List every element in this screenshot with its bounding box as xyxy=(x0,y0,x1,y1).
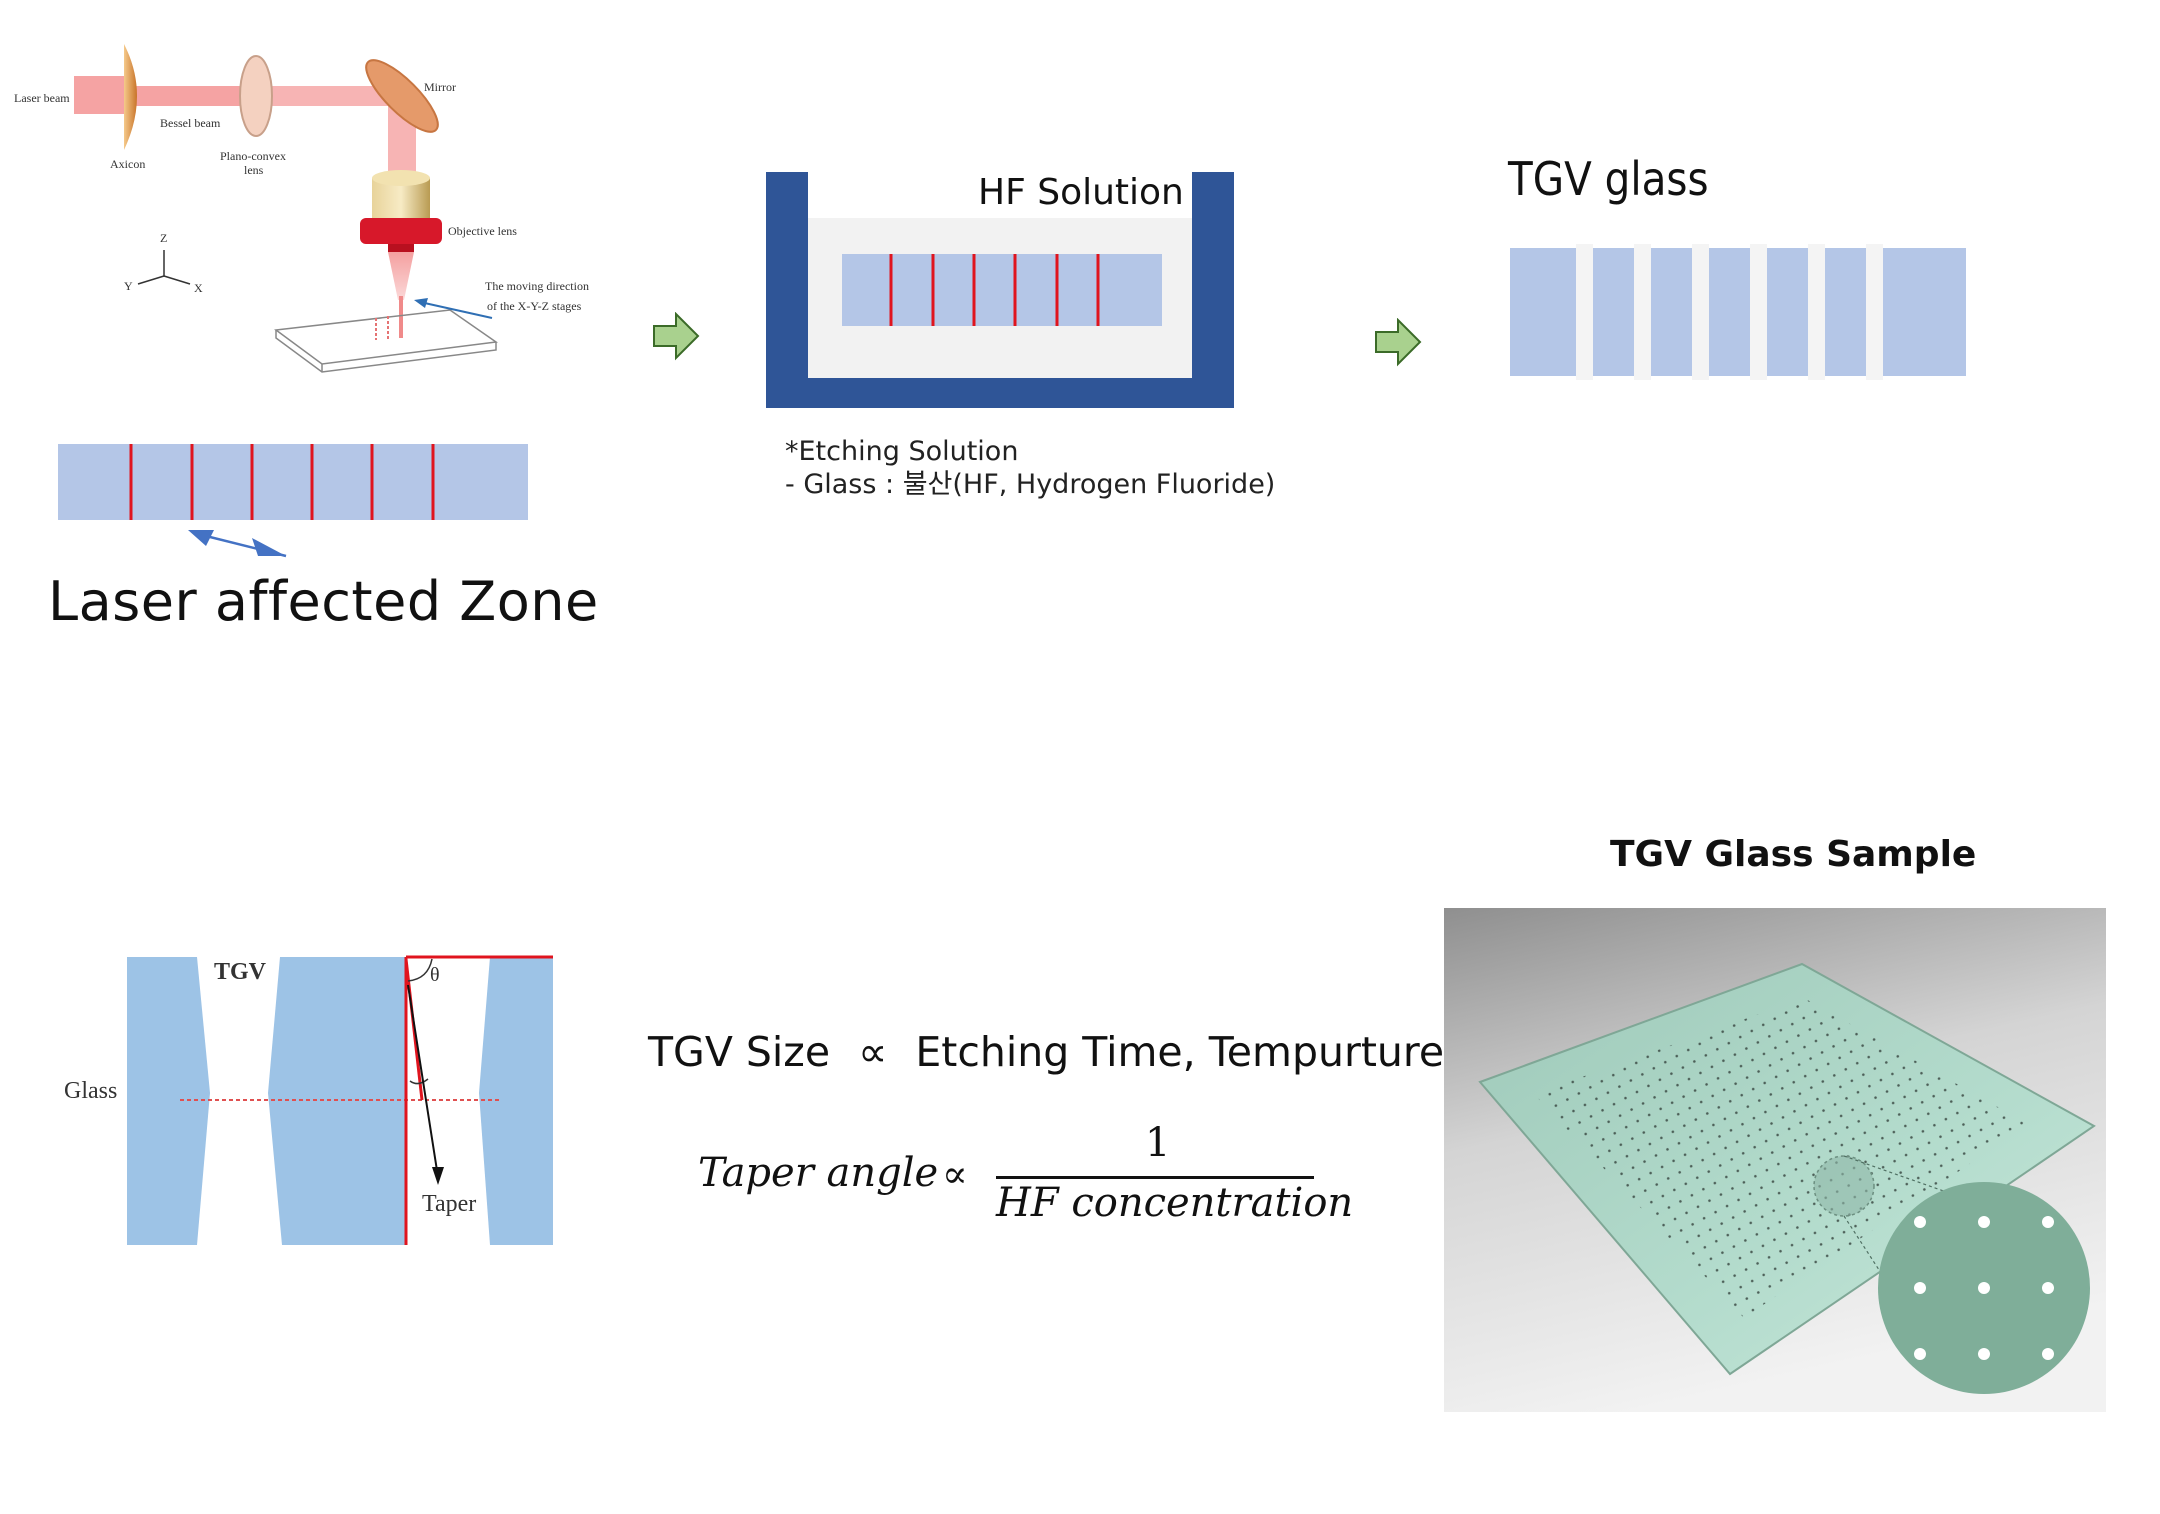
etching-note-line2: - Glass : 불산(HF, Hydrogen Fluoride) xyxy=(785,469,1276,500)
theta-arc xyxy=(407,958,433,982)
beam-to-mirror xyxy=(250,86,408,106)
label-mirror: Mirror xyxy=(424,80,456,94)
label-bessel-beam: Bessel beam xyxy=(160,116,221,130)
process-arrow-icon xyxy=(653,312,700,361)
tgv-label: TGV xyxy=(214,959,267,985)
tgv-sample-image xyxy=(1444,908,2106,1412)
proportional-symbol: ∝ xyxy=(858,1028,888,1076)
tgv-hole xyxy=(1692,244,1709,380)
moving-direction-arrow xyxy=(419,301,493,319)
label-objective-lens: Objective lens xyxy=(448,224,517,238)
etching-note-line1: *Etching Solution xyxy=(785,436,1019,467)
tgv-glass-strip xyxy=(1510,244,1966,380)
tgv-hole xyxy=(1750,244,1767,380)
hf-tank xyxy=(766,172,1234,408)
label-plano-convex-2: lens xyxy=(244,163,264,177)
label-laser-beam: Laser beam xyxy=(14,91,70,105)
tgv-hole xyxy=(1866,244,1883,380)
tgv-hole xyxy=(1808,244,1825,380)
fraction-bar xyxy=(996,1176,1314,1179)
label-axicon: Axicon xyxy=(110,157,145,171)
etching-note: *Etching Solution - Glass : 불산(HF, Hydro… xyxy=(785,435,1275,501)
eq2-lhs: Taper angle xyxy=(698,1150,939,1196)
label-plano-convex-1: Plano-convex xyxy=(220,149,286,163)
glass-strip xyxy=(58,444,528,520)
label-axis-x: X xyxy=(194,281,203,295)
laser-setup-diagram: Laser beam Axicon Bessel beam Plano-conv… xyxy=(14,44,589,373)
eq1-lhs: TGV Size xyxy=(648,1028,831,1076)
label-axis-y: Y xyxy=(124,279,133,293)
laser-affected-zone-label: Laser affected Zone xyxy=(48,570,599,633)
label-moving-direction-2: of the X-Y-Z stages xyxy=(487,299,582,313)
tgv-hole xyxy=(1576,244,1593,380)
bessel-beam xyxy=(135,86,250,106)
tgv-hole xyxy=(1634,244,1651,380)
eq2-denominator: HF concentration xyxy=(996,1180,1354,1226)
label-moving-direction-1: The moving direction xyxy=(485,279,589,293)
glass-pillar xyxy=(127,957,210,1245)
plano-convex-lens xyxy=(239,55,273,137)
process-arrow-icon xyxy=(1375,318,1422,367)
glass-label: Glass xyxy=(64,1078,117,1104)
taper-arrow xyxy=(407,984,439,1178)
eq2-numerator: 1 xyxy=(1145,1120,1171,1166)
focus-cone xyxy=(388,252,414,300)
hole-array xyxy=(1534,998,2028,1318)
equation-tgv-size: TGV Size ∝ Etching Time, Tempurture xyxy=(648,1028,1444,1076)
laser-affected-glass xyxy=(58,444,528,558)
theta-label: θ xyxy=(430,964,440,986)
hf-solution-label: HF Solution xyxy=(978,172,1184,213)
stage xyxy=(274,309,499,365)
tgv-glass-label: TGV glass xyxy=(1508,152,1709,206)
taper-label: Taper xyxy=(422,1191,476,1217)
mirror xyxy=(365,59,439,133)
zoom-source-circle xyxy=(1813,1155,1875,1217)
label-axis-z: Z xyxy=(160,231,167,245)
sample-title: TGV Glass Sample xyxy=(1610,834,1977,875)
glass-pillar xyxy=(479,957,553,1245)
axicon-lens xyxy=(124,44,137,150)
eq1-rhs: Etching Time, Tempurture xyxy=(915,1028,1445,1076)
zoom-holes xyxy=(1914,1216,2054,1360)
tank-opening xyxy=(808,172,1192,218)
glass-in-tank xyxy=(842,254,1162,326)
taper-diagram: TGV Glass θ Taper xyxy=(64,955,553,1245)
proportional-symbol: ∝ xyxy=(942,1152,968,1196)
axis-icon xyxy=(137,250,191,285)
